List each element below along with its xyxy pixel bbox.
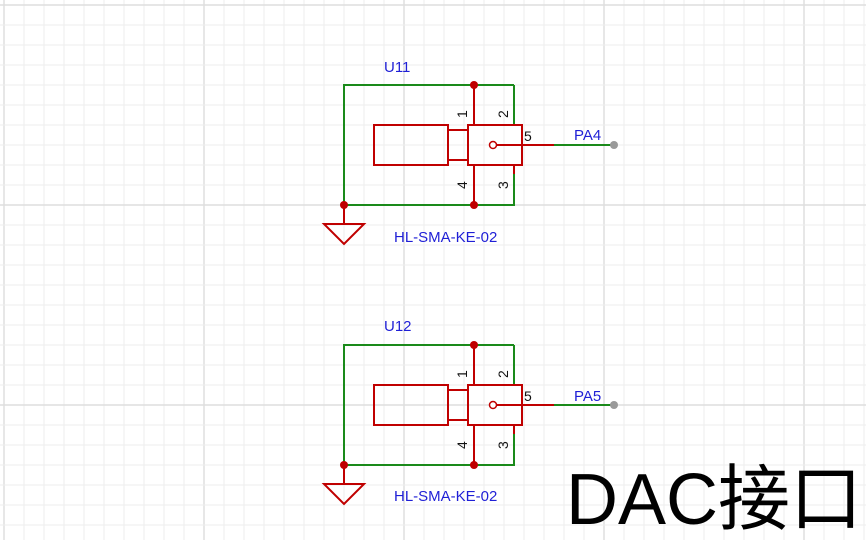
pin-number-1: 1 [454, 370, 470, 378]
junction-dot [470, 461, 478, 469]
pin-number-4: 4 [454, 181, 470, 189]
pin-number-3: 3 [495, 181, 511, 189]
junction-dot [470, 201, 478, 209]
pin-number-5: 5 [524, 128, 532, 144]
reference-designator[interactable]: U11 [384, 59, 410, 76]
pin-number-2: 2 [495, 370, 511, 378]
net-label[interactable]: PA5 [574, 388, 601, 405]
pin-number-4: 4 [454, 441, 470, 449]
ground-symbol[interactable] [321, 465, 367, 506]
part-number-label[interactable]: HL-SMA-KE-02 [394, 229, 497, 246]
pin-number-1: 1 [454, 110, 470, 118]
pin-number-2: 2 [495, 110, 511, 118]
pin-number-3: 3 [495, 441, 511, 449]
net-port-dot[interactable] [610, 141, 618, 149]
component-u12[interactable]: 1 2 4 3 5 U12 HL-SMA-KE-02 PA5 [321, 318, 618, 506]
reference-designator[interactable]: U12 [384, 318, 412, 335]
junction-dot [470, 341, 478, 349]
component-u11[interactable]: 1 2 4 3 5 U11 HL-SMA-KE-02 PA4 [321, 59, 618, 246]
connector-neck [447, 129, 469, 161]
ground-symbol[interactable] [321, 205, 367, 246]
dac-interface-title: DAC接口 [566, 460, 862, 540]
connector-neck [447, 389, 469, 421]
junction-dot [470, 81, 478, 89]
connector-center-pin [488, 400, 498, 410]
net-port-dot[interactable] [610, 401, 618, 409]
net-label[interactable]: PA4 [574, 127, 601, 144]
connector-center-pin [488, 140, 498, 150]
pin-number-5: 5 [524, 388, 532, 404]
part-number-label[interactable]: HL-SMA-KE-02 [394, 488, 497, 505]
